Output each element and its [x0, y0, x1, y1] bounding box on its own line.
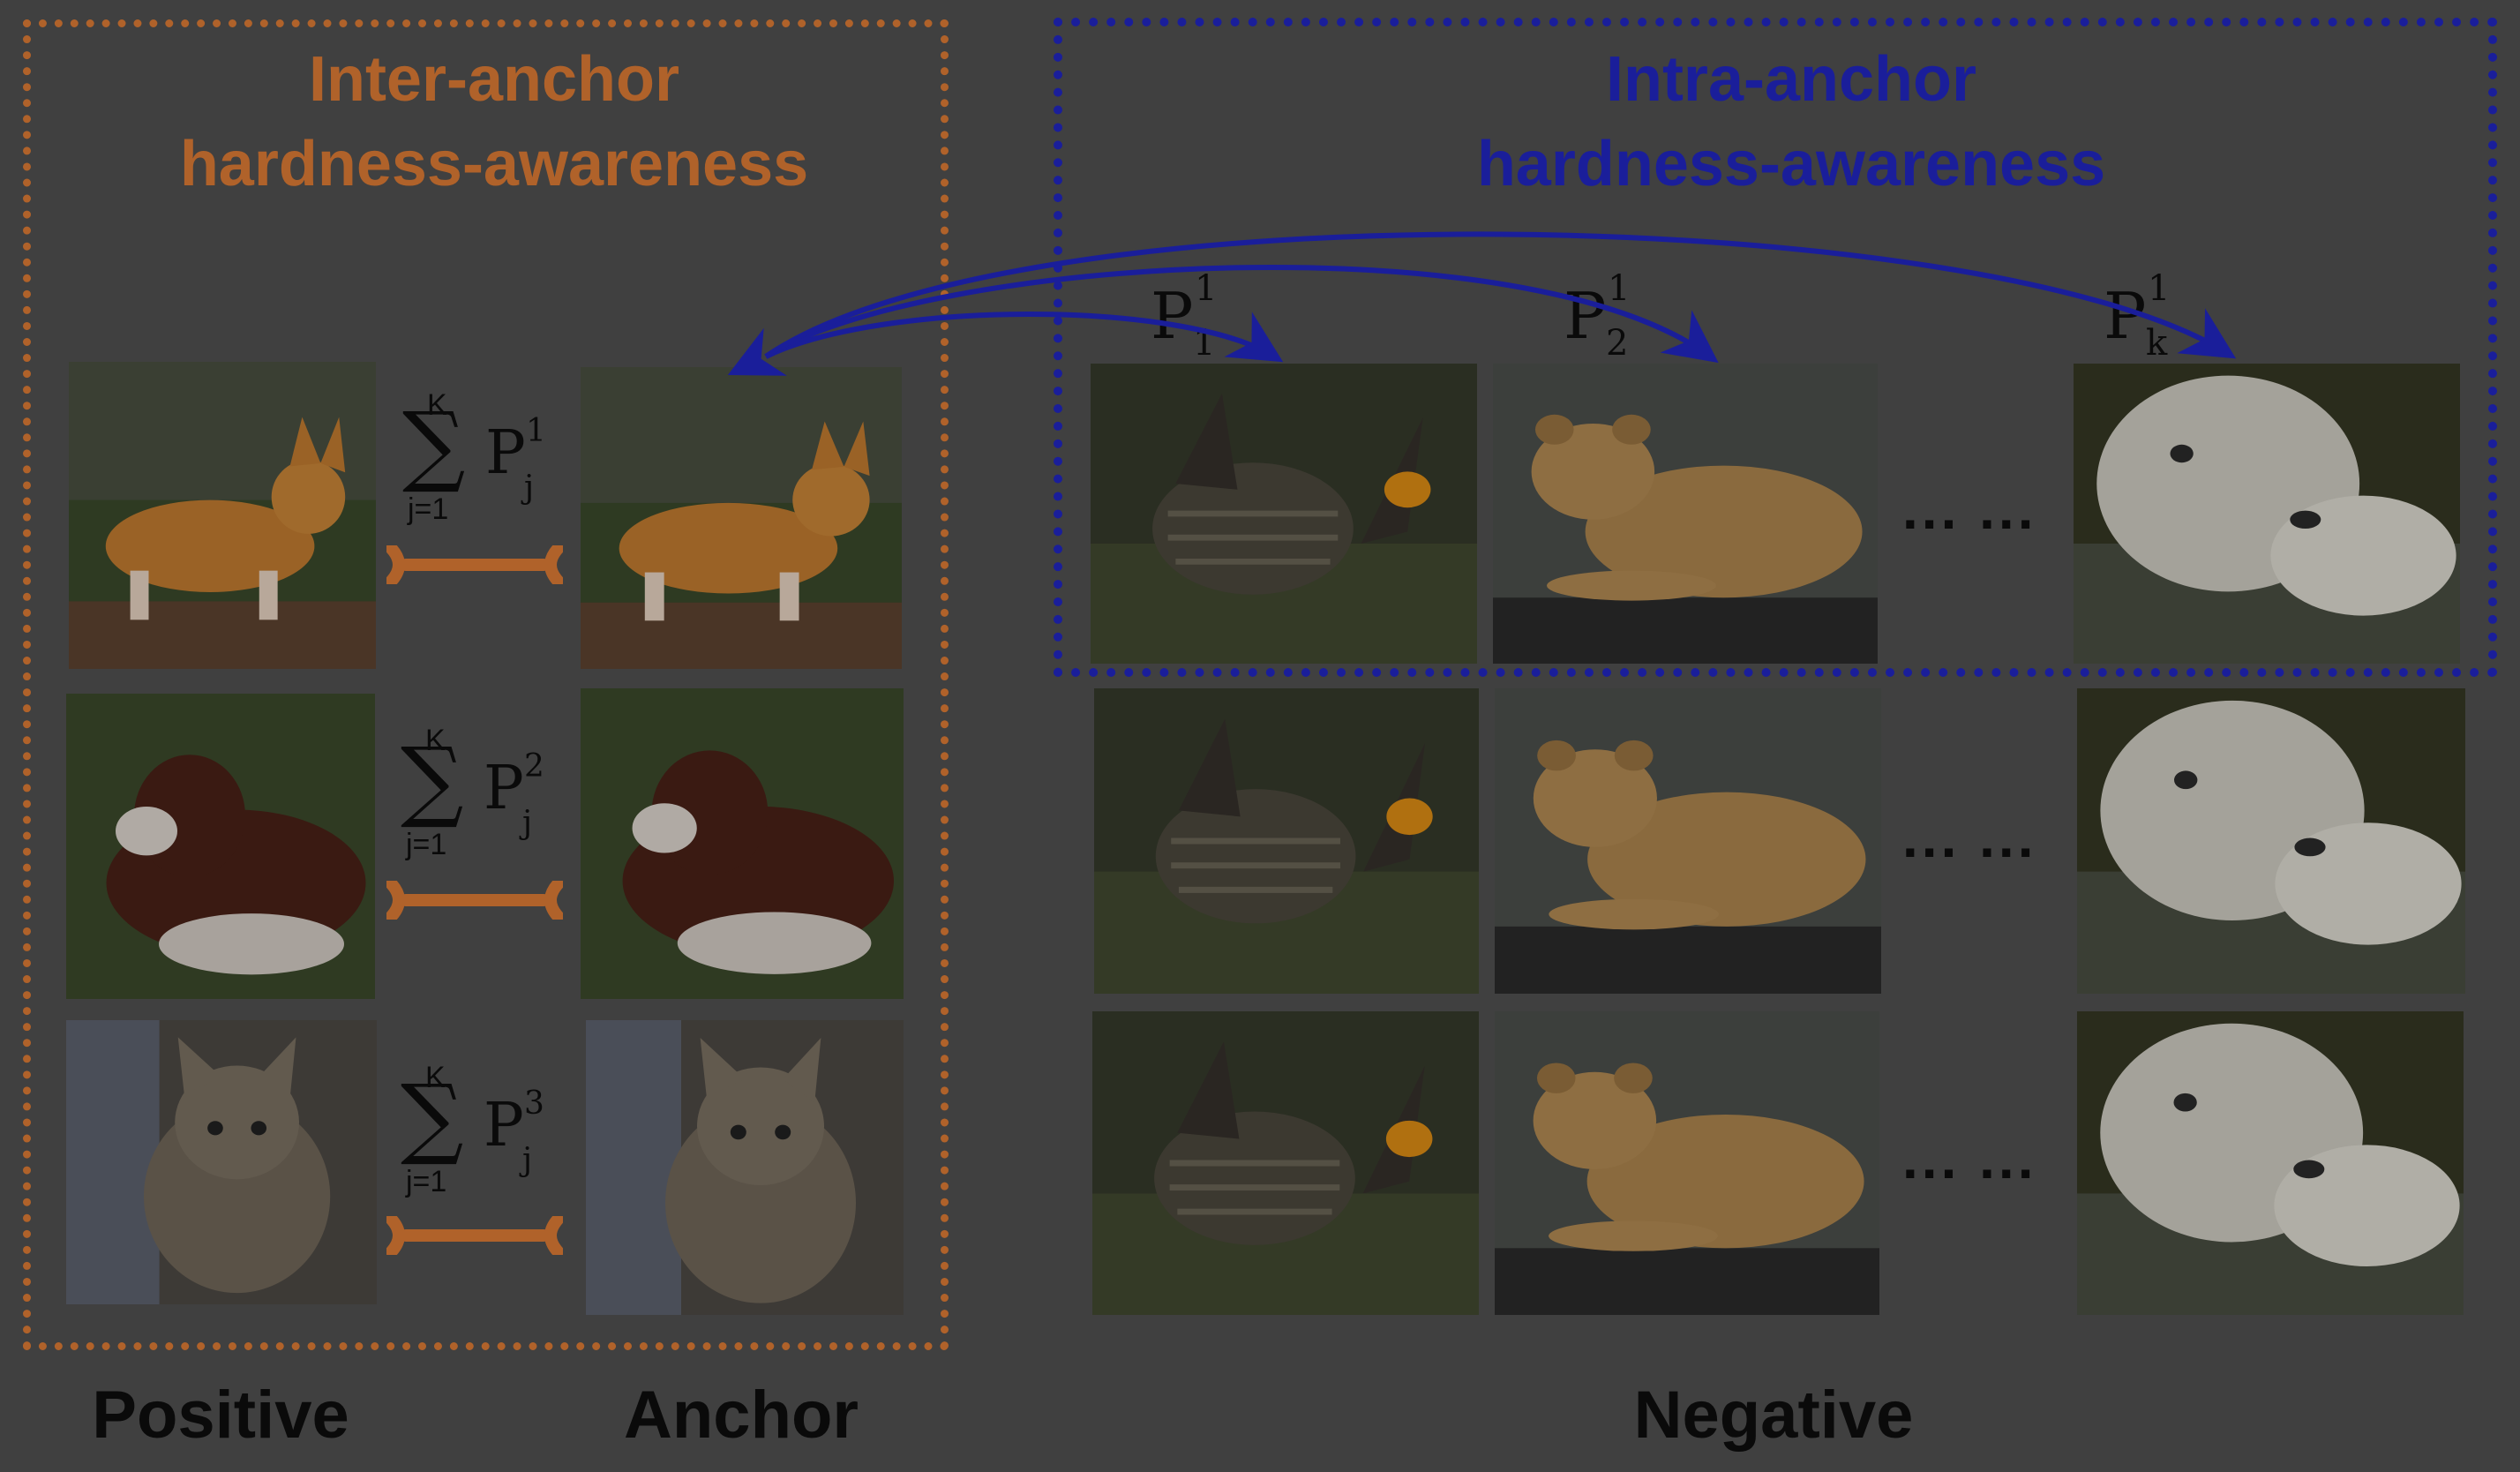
sum-upper-limit: K	[425, 1061, 446, 1094]
sum-sign: ∑	[401, 728, 464, 831]
intra-anchor-title-line1: Intra-anchor	[1605, 44, 1977, 115]
negative-image-bear-row1	[2074, 364, 2460, 664]
inter-anchor-box	[23, 19, 949, 1350]
positive-image-kitten	[66, 1020, 377, 1304]
sum-lower-limit: j=1	[406, 828, 447, 861]
probability-subscript: k	[2146, 323, 2168, 364]
p-label-1: P 1 1	[1151, 268, 1256, 369]
intra-anchor-title-line2: hardness-awareness	[1476, 129, 2106, 199]
negative-image-bird-row1	[1091, 364, 1477, 664]
probability-subscript: j	[524, 469, 535, 506]
inter-anchor-title-line2: hardness-awareness	[179, 129, 809, 199]
positive-image-corgi	[69, 362, 376, 669]
sum-sign: ∑	[401, 1065, 464, 1168]
anchor-image-spaniel	[581, 688, 904, 999]
negative-image-lion-row1	[1493, 364, 1878, 664]
probability-superscript: 1	[2148, 268, 2171, 309]
anchor-image-kitten	[586, 1020, 904, 1315]
negative-label: Negative	[1633, 1378, 1914, 1453]
intra-anchor-title: Intra-anchor hardness-awareness	[1341, 37, 2241, 207]
inter-anchor-title-line1: Inter-anchor	[308, 44, 680, 115]
positive-label: Positive	[92, 1378, 349, 1453]
probability-symbol: P	[2104, 279, 2147, 353]
p-label-k: P 1 k	[2104, 268, 2209, 369]
anchor-image-corgi	[581, 367, 902, 669]
pair-bracket-icon	[386, 1216, 563, 1255]
inter-anchor-title: Inter-anchor hardness-awareness	[53, 37, 935, 207]
negative-image-bear-row2	[2077, 688, 2465, 994]
probability-symbol: P	[1564, 279, 1607, 353]
ellipsis-row3: ... ...	[1902, 1127, 2037, 1190]
negative-image-lion-row2	[1495, 688, 1881, 994]
probability-symbol: P	[484, 754, 524, 823]
probability-symbol: P	[485, 418, 526, 488]
ellipsis-row1: ... ...	[1902, 477, 2037, 541]
probability-subscript: 1	[1193, 323, 1216, 364]
negative-image-bird-row2	[1094, 688, 1479, 994]
p-label-2: P 1 2	[1564, 268, 1669, 369]
sum-sign: ∑	[402, 393, 466, 496]
probability-superscript: 1	[1608, 268, 1631, 309]
sum-upper-limit: K	[425, 724, 446, 757]
hardness-sum-formula-3: K ∑ j=1 P 3 j	[394, 1061, 570, 1237]
sum-upper-limit: K	[427, 388, 447, 422]
anchor-label: Anchor	[624, 1378, 859, 1453]
probability-symbol: P	[1151, 279, 1194, 353]
probability-superscript: 1	[526, 413, 546, 449]
probability-subscript: 2	[1606, 323, 1629, 364]
probability-subscript: j	[522, 805, 533, 841]
probability-superscript: 1	[1195, 268, 1218, 309]
hardness-sum-formula-1: K ∑ j=1 P 1 j	[395, 388, 572, 565]
negative-image-bear-row3	[2077, 1011, 2464, 1315]
hardness-sum-formula-2: K ∑ j=1 P 2 j	[394, 724, 570, 900]
sum-lower-limit: j=1	[408, 492, 449, 526]
ellipsis-row2: ... ...	[1902, 806, 2037, 869]
probability-superscript: 3	[524, 1085, 544, 1122]
pair-bracket-icon	[386, 881, 563, 920]
sum-lower-limit: j=1	[406, 1165, 447, 1198]
probability-subscript: j	[522, 1142, 533, 1178]
negative-image-bird-row3	[1092, 1011, 1479, 1315]
pair-bracket-icon	[386, 545, 563, 584]
probability-superscript: 2	[524, 748, 544, 785]
negative-image-lion-row3	[1495, 1011, 1879, 1315]
positive-image-spaniel	[66, 694, 375, 999]
probability-symbol: P	[484, 1091, 524, 1160]
